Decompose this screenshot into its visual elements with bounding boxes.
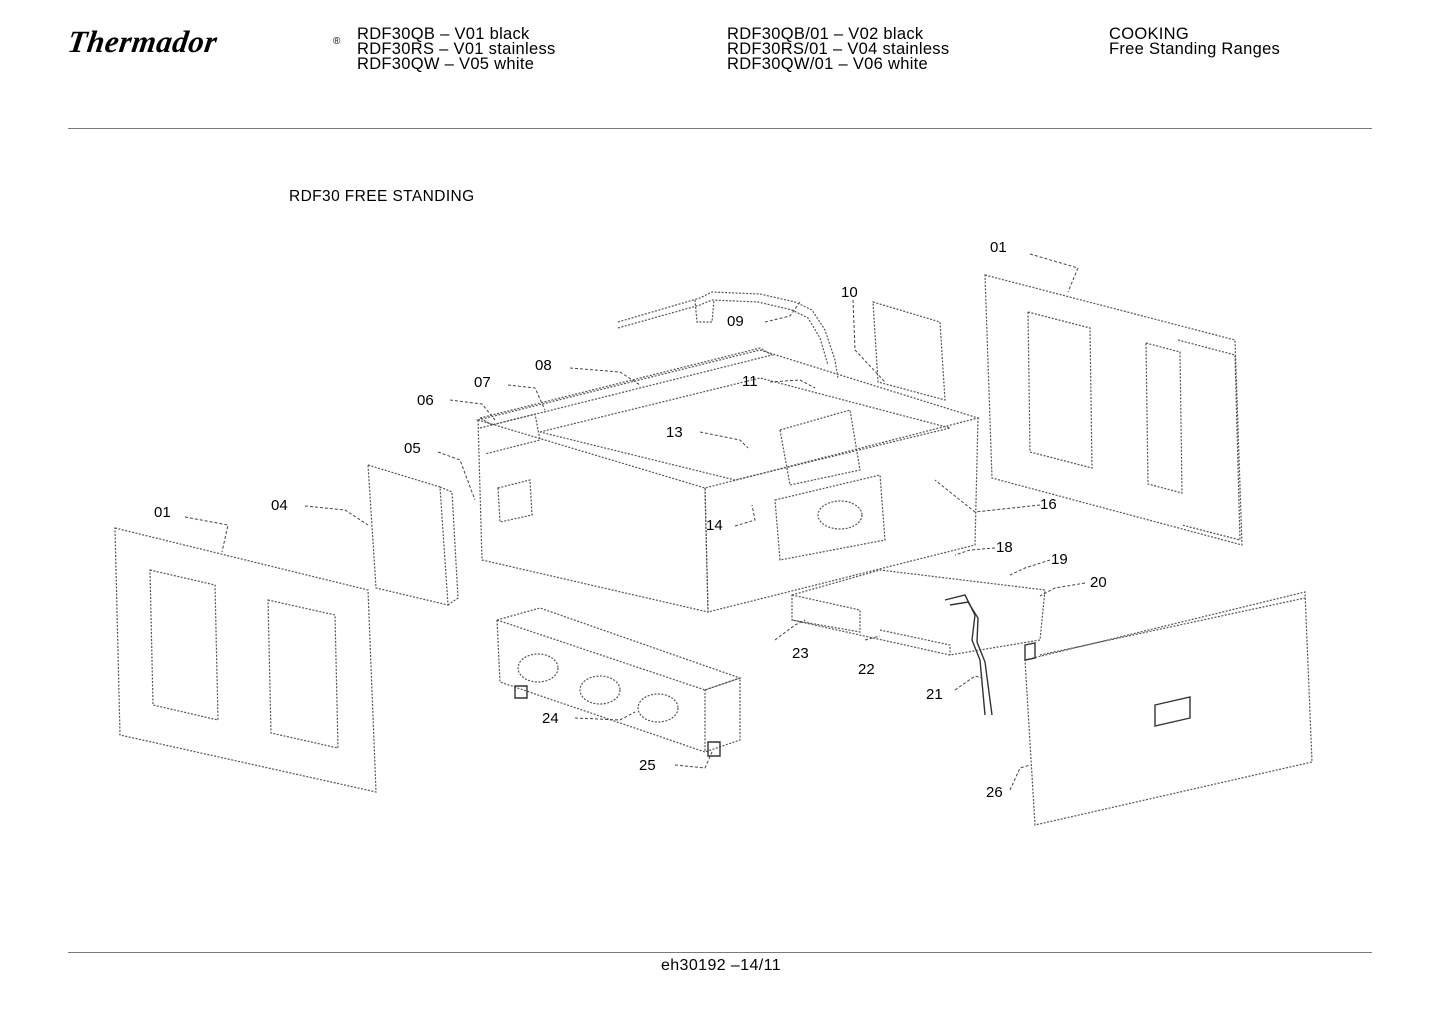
callout-04: 04 [271, 497, 288, 514]
model-list-primary: RDF30QB – V01 black RDF30RS – V01 stainl… [357, 25, 556, 73]
category-block: COOKING Free Standing Ranges [1109, 25, 1281, 58]
callout-22: 22 [858, 661, 875, 678]
callout-18: 18 [996, 539, 1013, 556]
subcategory-label: Free Standing Ranges [1109, 40, 1281, 58]
model-line: RDF30QW – V05 white [357, 55, 535, 73]
part-gas-tube [617, 291, 839, 379]
callout-01-right: 01 [990, 239, 1007, 256]
model-line: RDF30QB – V01 black [357, 25, 530, 43]
category-label: COOKING [1109, 25, 1190, 43]
callout-01-left: 01 [154, 504, 171, 521]
document-code: eh30192 –14/11 [660, 957, 782, 974]
part-side-panel-left [114, 527, 377, 793]
model-line: RDF30QB/01 – V02 black [727, 25, 924, 43]
part-drawer-front [1024, 591, 1313, 826]
part-power-cord [944, 594, 993, 716]
callout-11: 11 [742, 373, 758, 390]
callout-23: 23 [792, 645, 809, 662]
callout-09: 09 [727, 313, 744, 330]
part-rear-panel [872, 301, 946, 401]
callout-21: 21 [926, 686, 943, 703]
header-divider [68, 128, 1372, 129]
model-line: RDF30QW/01 – V06 white [727, 55, 929, 73]
callout-16: 16 [1040, 496, 1057, 513]
callout-26: 26 [986, 784, 1003, 801]
model-list-revision: RDF30QB/01 – V02 black RDF30RS/01 – V04 … [727, 25, 950, 73]
callout-13: 13 [666, 424, 683, 441]
callout-25: 25 [639, 757, 656, 774]
callout-20: 20 [1090, 574, 1107, 591]
part-oven-cavity [475, 349, 981, 613]
callout-07: 07 [474, 374, 491, 391]
callout-05: 05 [404, 440, 421, 457]
part-side-insulation [367, 464, 459, 606]
part-control-panel [494, 607, 742, 757]
callout-19: 19 [1051, 551, 1068, 568]
diagram-title: RDF30 FREE STANDING [289, 188, 475, 205]
callout-24: 24 [542, 710, 559, 727]
model-line: RDF30RS/01 – V04 stainless [727, 40, 950, 58]
model-line: RDF30RS – V01 stainless [357, 40, 556, 58]
callout-06: 06 [417, 392, 434, 409]
callout-08: 08 [535, 357, 552, 374]
part-side-panel-right [984, 274, 1243, 546]
part-burner-assembly [791, 569, 1046, 656]
callout-10: 10 [841, 284, 858, 301]
footer-divider [68, 952, 1372, 953]
registered-mark: ® [333, 36, 341, 47]
callout-leaders [184, 253, 1086, 791]
callout-14: 14 [706, 517, 723, 534]
callout-labels: 01 09 10 08 07 11 06 13 05 16 14 04 01 1… [154, 239, 1107, 801]
part-top-frame [478, 347, 774, 455]
